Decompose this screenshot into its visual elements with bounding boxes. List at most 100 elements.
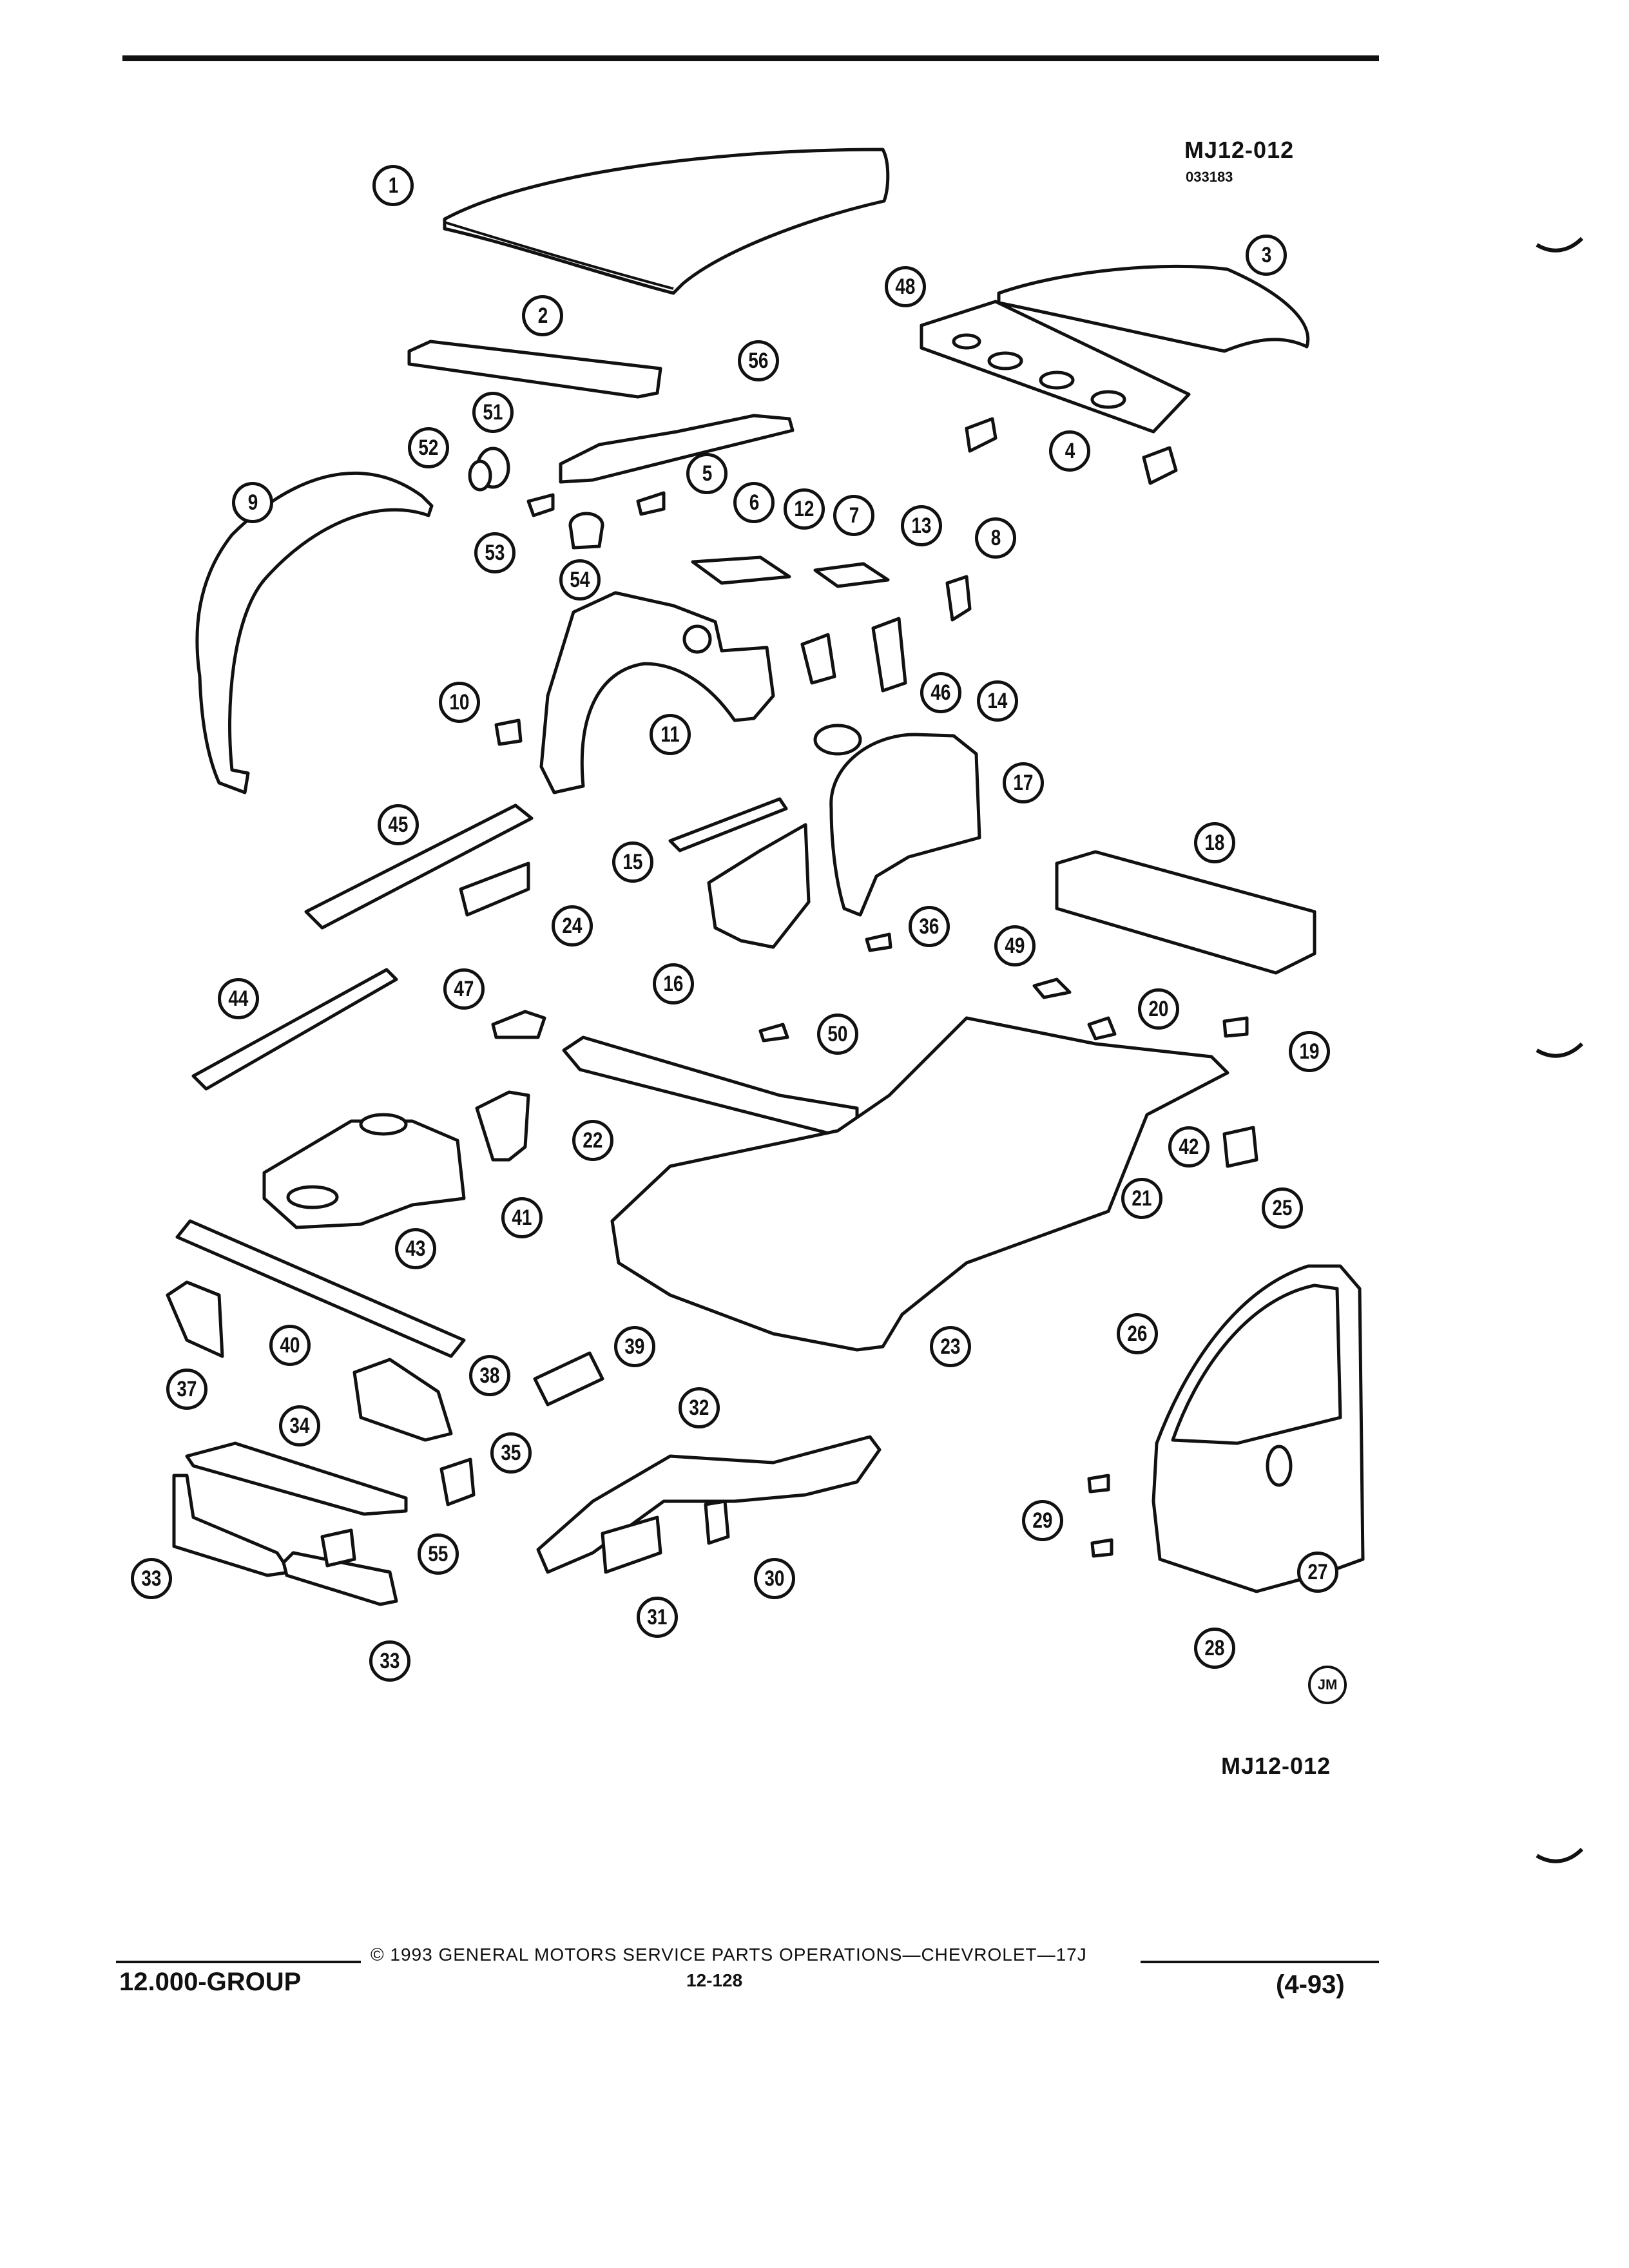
part-radiator-support-34 — [185, 1441, 408, 1516]
part-bracket-50 — [758, 1023, 789, 1043]
callout-52: 52 — [408, 427, 449, 468]
part-bracket-24 — [459, 861, 530, 917]
part-deck-lid — [997, 264, 1310, 353]
part-bracket-29b — [1090, 1538, 1113, 1558]
part-bracket-37 — [166, 1280, 224, 1358]
part-bracket-10 — [494, 718, 523, 746]
edge-mark-top — [1536, 236, 1584, 253]
edge-mark-middle — [1536, 1042, 1584, 1058]
footer-group: 12.000-GROUP — [119, 1968, 302, 1996]
callout-49: 49 — [994, 925, 1036, 966]
callout-2: 2 — [522, 295, 563, 336]
callout-28: 28 — [1194, 1628, 1235, 1669]
part-brace-41 — [475, 1090, 530, 1162]
part-brace-16 — [707, 823, 811, 949]
callout-18: 18 — [1194, 822, 1235, 863]
part-roof-panel — [443, 148, 890, 295]
callout-42: 42 — [1168, 1126, 1210, 1168]
part-bracket-35 — [439, 1457, 476, 1506]
callout-17: 17 — [1003, 762, 1044, 803]
callout-48: 48 — [885, 266, 926, 307]
callout-7: 7 — [833, 495, 874, 536]
part-dash-panel-22 — [562, 1035, 859, 1142]
footer-page-number: 12-128 — [686, 1970, 743, 1990]
callout-4: 4 — [1049, 430, 1090, 472]
part-wheelhouse — [829, 733, 981, 917]
part-lower-panel-33b — [282, 1551, 398, 1606]
callout-19: 19 — [1289, 1031, 1330, 1072]
callout-6: 6 — [733, 482, 775, 523]
callout-13: 13 — [901, 505, 942, 546]
part-bracket-47 — [491, 1010, 546, 1039]
part-lower-panel-33a — [172, 1474, 292, 1577]
part-bracket-39 — [533, 1351, 604, 1407]
figure-code-bottom: MJ12-012 — [1221, 1753, 1331, 1779]
part-rocker-outer-44 — [191, 968, 398, 1091]
part-rear-end-panel — [1055, 850, 1316, 975]
callout-40: 40 — [269, 1325, 311, 1366]
part-side-roof-rail — [195, 471, 434, 794]
part-brace-7 — [813, 562, 890, 588]
figure-code-top: MJ12-012 — [1184, 137, 1295, 163]
callout-8: 8 — [975, 517, 1016, 559]
part-grommet-54 — [568, 512, 604, 550]
callout-55: 55 — [418, 1533, 459, 1575]
part-pillar-12 — [800, 633, 836, 685]
part-rail-15 — [668, 797, 788, 852]
callout-22: 22 — [572, 1120, 613, 1161]
part-bracket-49 — [1032, 977, 1072, 999]
part-hinge-4a — [965, 417, 998, 453]
callout-46: 46 — [920, 672, 961, 713]
callout-34: 34 — [279, 1405, 320, 1446]
part-seal-46 — [813, 724, 862, 756]
callout-27: 27 — [1297, 1552, 1338, 1593]
part-floor-pan-23 — [610, 1016, 1229, 1352]
part-hinge-4b — [1142, 446, 1178, 485]
callout-47: 47 — [443, 968, 485, 1010]
callout-1: 1 — [372, 165, 414, 206]
callout-14: 14 — [977, 680, 1018, 722]
part-bracket-8 — [945, 575, 972, 622]
callout-15: 15 — [612, 841, 653, 883]
part-bracket-36 — [865, 932, 892, 952]
callout-21: 21 — [1121, 1178, 1162, 1219]
top-rule — [122, 55, 1379, 61]
part-bracket-19 — [1222, 1016, 1249, 1038]
callout-39: 39 — [614, 1326, 655, 1367]
part-bracket-31 — [601, 1515, 662, 1574]
callout-50: 50 — [817, 1014, 858, 1055]
callout-25: 25 — [1262, 1187, 1303, 1229]
callout-16: 16 — [653, 963, 694, 1004]
callout-3: 3 — [1246, 235, 1287, 276]
artist-mark: JM — [1308, 1666, 1347, 1704]
callout-23: 23 — [930, 1326, 971, 1367]
part-bracket-29a — [1087, 1474, 1110, 1494]
part-fuel-door-housing — [468, 447, 510, 492]
part-rear-shelf-panel — [920, 300, 1191, 434]
part-bracket-20 — [1087, 1016, 1117, 1041]
callout-11: 11 — [650, 714, 691, 755]
part-pillar-13 — [871, 617, 907, 693]
callout-38: 38 — [469, 1355, 510, 1396]
callout-44: 44 — [218, 978, 259, 1019]
callout-53: 53 — [474, 532, 516, 573]
part-bracket-55 — [320, 1528, 356, 1568]
footer-copyright: © 1993 GENERAL MOTORS SERVICE PARTS OPER… — [371, 1945, 1087, 1965]
part-bracket-5 — [636, 491, 666, 516]
part-brace-38 — [352, 1358, 453, 1442]
part-bracket-53 — [526, 493, 555, 517]
callout-51: 51 — [472, 392, 514, 433]
footer-date: (4-93) — [1276, 1970, 1345, 1999]
callout-41: 41 — [501, 1197, 543, 1238]
callout-43: 43 — [395, 1228, 436, 1269]
figure-code-sub: 033183 — [1186, 169, 1233, 185]
callout-35: 35 — [490, 1432, 532, 1474]
part-strut-tower-43 — [262, 1113, 466, 1229]
callout-10: 10 — [439, 682, 480, 723]
part-windshield-header — [407, 340, 662, 399]
callout-5: 5 — [686, 453, 728, 494]
callout-56: 56 — [738, 340, 779, 381]
callout-20: 20 — [1138, 988, 1179, 1030]
callout-54: 54 — [559, 559, 601, 601]
